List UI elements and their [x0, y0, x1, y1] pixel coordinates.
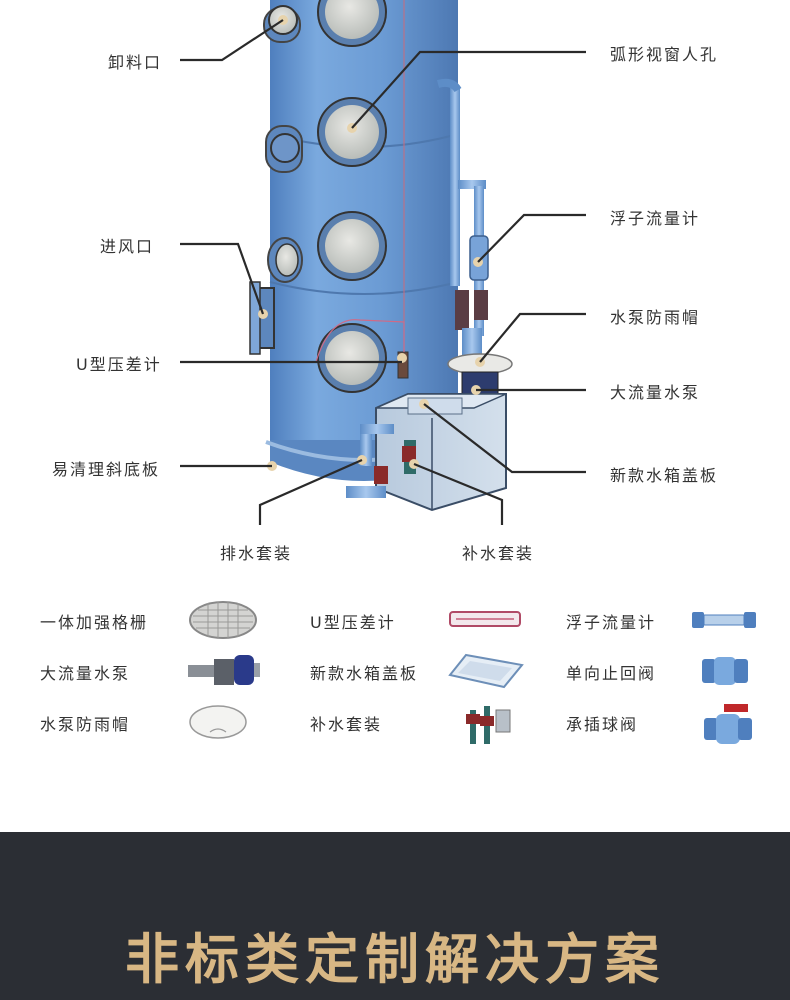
parts-grid: 一体加强格栅 U型压差计 浮子流量计 大流量水泵	[0, 590, 790, 744]
label-drain-kit: 排水套装	[220, 544, 293, 563]
u-manometer-device	[315, 319, 409, 379]
label-discharge-port: 卸料口	[108, 53, 163, 72]
part-label: 补水套装	[310, 715, 383, 734]
manhole-window	[317, 323, 387, 393]
part-label: 浮子流量计	[566, 613, 657, 632]
label-refill-kit: 补水套装	[462, 544, 535, 563]
footer-banner: 非标类定制解决方案	[0, 832, 790, 1000]
water-tank	[375, 393, 507, 512]
part-label: 大流量水泵	[40, 664, 131, 683]
rain-cap-icon	[189, 705, 247, 739]
label-arc-window-manhole: 弧形视窗人孔	[610, 45, 719, 64]
u-manometer-icon	[449, 611, 521, 627]
side-port	[265, 125, 303, 173]
side-port	[267, 237, 303, 283]
label-tank-cover: 新款水箱盖板	[610, 466, 719, 485]
part-label: 承插球阀	[566, 715, 639, 734]
ball-valve-icon	[704, 704, 752, 744]
label-air-inlet: 进风口	[100, 237, 155, 256]
pump-icon	[188, 655, 260, 685]
tank-cover-icon	[448, 653, 524, 689]
part-label: 水泵防雨帽	[40, 715, 131, 734]
leader-lines	[180, 19, 586, 525]
grille-icon	[189, 601, 257, 639]
refill-kit-icon	[466, 706, 511, 744]
footer-title: 非标类定制解决方案	[125, 928, 665, 991]
manhole-window	[317, 0, 387, 47]
check-valve-icon	[702, 657, 748, 685]
side-port	[263, 5, 301, 43]
part-label: 新款水箱盖板	[310, 664, 419, 683]
label-inclined-bottom: 易清理斜底板	[52, 460, 161, 479]
label-float-flowmeter: 浮子流量计	[610, 209, 701, 228]
label-pump-rain-cap: 水泵防雨帽	[610, 308, 701, 327]
flowmeter-icon	[692, 612, 756, 628]
label-u-manometer: U型压差计	[76, 355, 162, 374]
part-label: 一体加强格栅	[40, 613, 149, 632]
part-label: U型压差计	[310, 613, 396, 632]
scrubber-tower-diagram	[180, 0, 586, 525]
part-label: 单向止回阀	[566, 664, 657, 683]
manhole-window	[317, 211, 387, 281]
label-high-flow-pump: 大流量水泵	[610, 383, 701, 402]
